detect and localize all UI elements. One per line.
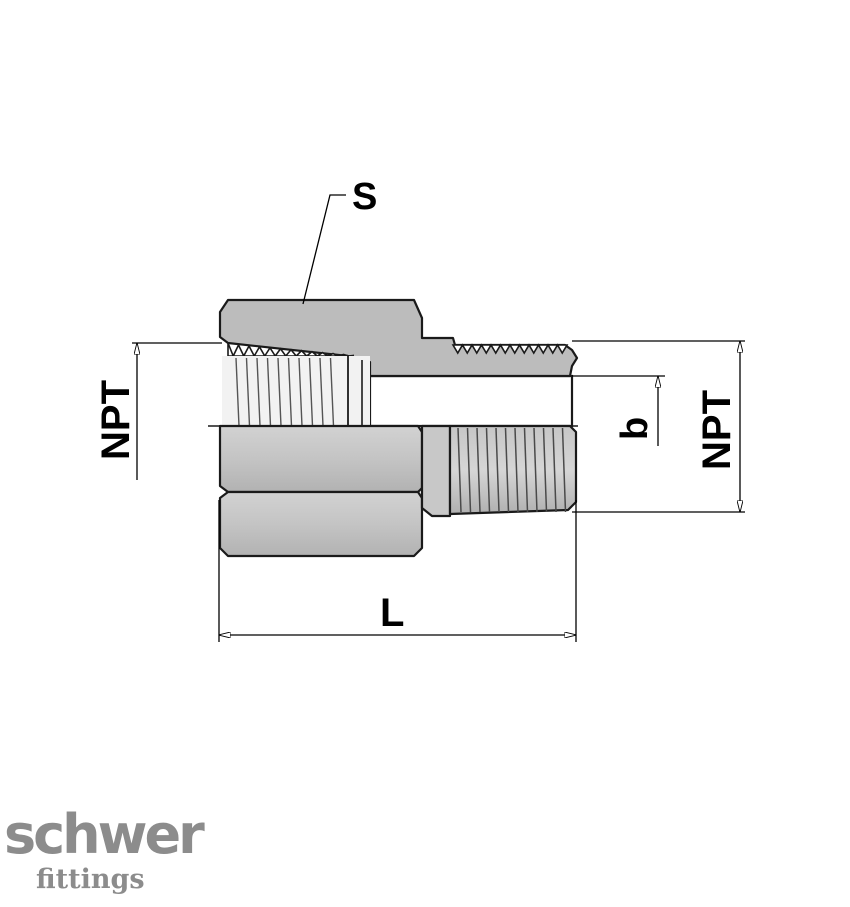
hex-face-lower xyxy=(218,490,424,558)
male-thread-lines xyxy=(457,427,567,513)
thread-line xyxy=(495,427,500,513)
label-s: S xyxy=(352,176,377,218)
thread-line xyxy=(542,427,548,513)
thread-line xyxy=(319,357,324,427)
thread-line xyxy=(466,427,472,513)
female-thread-teeth xyxy=(227,342,355,358)
section-body xyxy=(218,298,579,378)
dimension-lines xyxy=(132,194,745,642)
thread-line xyxy=(476,427,481,513)
thread-line xyxy=(485,427,491,513)
hex-neck xyxy=(420,424,452,518)
thread-line xyxy=(298,357,303,427)
thread-line xyxy=(552,427,557,513)
thread-line xyxy=(457,427,462,513)
section-view xyxy=(218,298,579,428)
thread-line xyxy=(256,357,261,427)
label-npt-right: NPT xyxy=(695,390,739,470)
male-thread-teeth-top xyxy=(451,343,569,355)
label-npt-left: NPT xyxy=(94,380,138,460)
thread-line xyxy=(504,427,510,513)
thread-line xyxy=(533,427,538,513)
thread-line xyxy=(514,427,519,513)
label-b: b xyxy=(614,417,656,440)
brand-logo-schwer: schwer xyxy=(4,803,205,866)
female-thread-lines xyxy=(235,357,335,427)
dimension-labels: S NPT NPT b L xyxy=(94,176,739,635)
thread-line xyxy=(523,427,529,513)
thread-line xyxy=(277,357,282,427)
thread-line xyxy=(235,357,240,427)
exterior-view xyxy=(218,424,578,558)
thread-line xyxy=(287,357,293,427)
brand-logo-fittings: fittings xyxy=(36,864,145,895)
hex-face-upper xyxy=(218,424,424,494)
thread-line xyxy=(266,357,272,427)
label-l: L xyxy=(380,591,404,635)
thread-line xyxy=(308,357,314,427)
thread-line xyxy=(329,357,335,427)
thread-line xyxy=(561,427,567,513)
thread-line xyxy=(245,357,251,427)
